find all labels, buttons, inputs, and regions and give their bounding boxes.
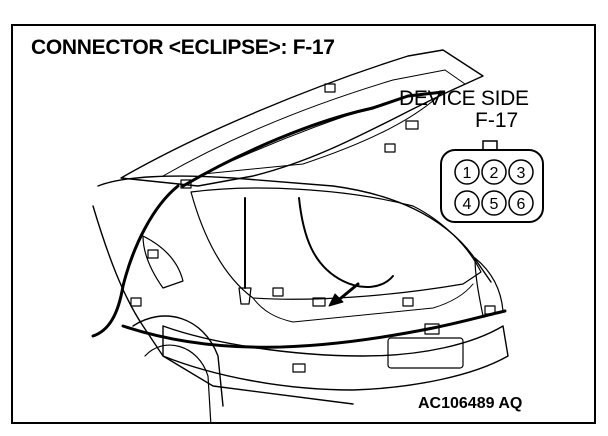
connector-pin-label-5: 5 [490, 196, 499, 213]
connector-pin-6 [508, 190, 534, 216]
rear-wheel-arch [132, 315, 224, 407]
connector-pin-label-4: 4 [463, 196, 472, 213]
diagram-title: CONNECTOR <ECLIPSE>: F-17 [31, 36, 335, 59]
tail-lamp-right [474, 257, 504, 317]
harness-rear [121, 309, 507, 349]
body-roofline [97, 175, 492, 283]
antenna-base [238, 287, 252, 305]
diagram-frame: 1 2 3 4 5 6 CONNECTOR <ECLIPSE>: F-17 DEVICE … [11, 24, 596, 424]
tail-lamp-left [142, 235, 184, 289]
connector-pin-label-6: 6 [517, 196, 526, 213]
trunk-floor [252, 283, 474, 323]
connector-pin-1 [454, 159, 480, 185]
vehicle-illustration: 1 2 3 4 5 6 [91, 49, 544, 422]
connector-pin-5 [481, 190, 507, 216]
connector-pins: 1 2 3 4 5 6 [454, 159, 534, 216]
connector-pin-label-1: 1 [463, 165, 472, 182]
reference-code: AC106489 AQ [418, 395, 523, 412]
device-side-label: DEVICE SIDE [399, 87, 529, 110]
license-plate [387, 337, 464, 369]
connector-pin-2 [481, 159, 507, 185]
device-connector-id: F-17 [475, 109, 519, 132]
pointer-arrowhead [328, 293, 344, 307]
connector-pin-label-3: 3 [517, 165, 526, 182]
hatch-inner [162, 69, 466, 177]
harness-trunk [298, 197, 394, 288]
rear-wheel [144, 344, 212, 422]
hatch-outline [120, 49, 484, 187]
connector-pin-4 [454, 190, 480, 216]
rear-bumper [162, 325, 509, 391]
connector-pin-label-2: 2 [490, 165, 499, 182]
harness-hatch [181, 90, 445, 188]
trunk-opening [190, 187, 482, 300]
pointer-arrow [339, 282, 360, 300]
harness-left [91, 184, 180, 338]
connector-pin-3 [508, 159, 534, 185]
